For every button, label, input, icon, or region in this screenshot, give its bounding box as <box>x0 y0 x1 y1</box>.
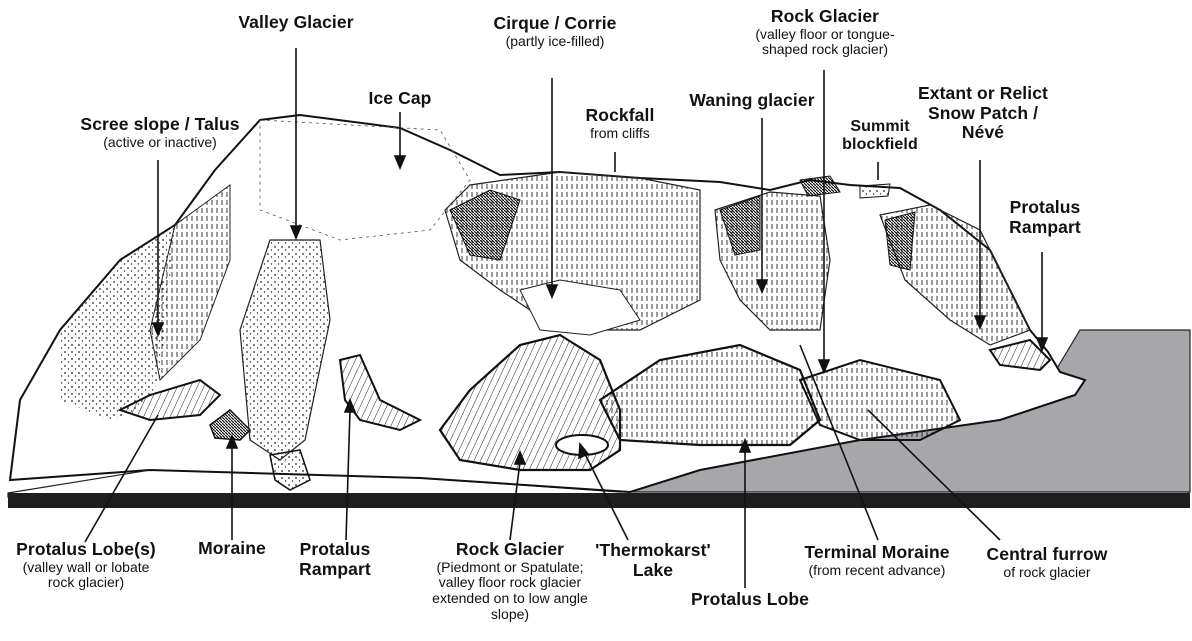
leader-protalus-rampart-right <box>1037 252 1047 350</box>
label-scree: Scree slope / Talus (active or inactive) <box>45 115 275 150</box>
label-terminal-moraine: Terminal Moraine (from recent advance) <box>782 543 972 578</box>
protalus-rampart-right-line1: Protalus <box>995 198 1095 218</box>
ice-cap-title: Ice Cap <box>350 89 450 109</box>
label-central-furrow: Central furrow of rock glacier <box>972 545 1122 580</box>
label-protalus-rampart-left: Protalus Rampart <box>285 540 385 579</box>
label-rock-glacier-top: Rock Glacier (valley floor or tongue- sh… <box>720 7 930 58</box>
label-rockfall: Rockfall from cliffs <box>565 106 675 141</box>
moraine-title: Moraine <box>188 539 276 559</box>
protalus-lobes-sub2: rock glacier) <box>6 575 166 591</box>
rock-glacier-top-sub2: shaped rock glacier) <box>720 42 930 58</box>
thermokarst-line2: Lake <box>578 561 728 581</box>
label-cirque: Cirque / Corrie (partly ice-filled) <box>460 14 650 49</box>
protalus-rampart-left-line1: Protalus <box>285 540 385 560</box>
protalus-lobes-title: Protalus Lobe(s) <box>6 540 166 560</box>
rock-glacier-top-title: Rock Glacier <box>720 7 930 27</box>
cirque-title: Cirque / Corrie <box>460 14 650 34</box>
snow-patch-line2: Snow Patch / <box>898 104 1068 124</box>
scree-title: Scree slope / Talus <box>45 115 275 135</box>
protalus-rampart-right-line2: Rampart <box>995 218 1095 238</box>
snow-patch-line1: Extant or Relict <box>898 84 1068 104</box>
central-furrow-title: Central furrow <box>972 545 1122 565</box>
label-snow-patch: Extant or Relict Snow Patch / Névé <box>898 84 1068 143</box>
label-waning-glacier: Waning glacier <box>672 91 832 111</box>
protalus-lobe-title: Protalus Lobe <box>680 590 820 610</box>
rock-glacier-bottom-sub4: slope) <box>400 607 620 623</box>
waning-title: Waning glacier <box>672 91 832 111</box>
label-moraine: Moraine <box>188 539 276 559</box>
mountain-massif <box>10 115 1085 492</box>
label-protalus-lobe: Protalus Lobe <box>680 590 820 610</box>
protalus-lobes-sub1: (valley wall or lobate <box>6 560 166 576</box>
scree-sub: (active or inactive) <box>45 135 275 151</box>
rockfall-title: Rockfall <box>565 106 675 126</box>
terminal-moraine-sub: (from recent advance) <box>782 563 972 579</box>
rock-glacier-top-sub1: (valley floor or tongue- <box>720 27 930 43</box>
snow-patch-line3: Névé <box>898 123 1068 143</box>
thermokarst-line1: 'Thermokarst' <box>578 541 728 561</box>
protalus-rampart-left-line2: Rampart <box>285 560 385 580</box>
valley-glacier-title: Valley Glacier <box>226 13 366 33</box>
label-thermokarst: 'Thermokarst' Lake <box>578 541 728 580</box>
terminal-moraine-title: Terminal Moraine <box>782 543 972 563</box>
label-protalus-lobes: Protalus Lobe(s) (valley wall or lobate … <box>6 540 166 591</box>
cirque-sub: (partly ice-filled) <box>460 34 650 50</box>
label-ice-cap: Ice Cap <box>350 89 450 109</box>
rockfall-sub: from cliffs <box>565 126 675 142</box>
rock-glacier-bottom-sub3: extended on to low angle <box>400 591 620 607</box>
label-valley-glacier: Valley Glacier <box>226 13 366 33</box>
central-furrow-sub: of rock glacier <box>972 565 1122 581</box>
label-protalus-rampart-right: Protalus Rampart <box>995 198 1095 237</box>
